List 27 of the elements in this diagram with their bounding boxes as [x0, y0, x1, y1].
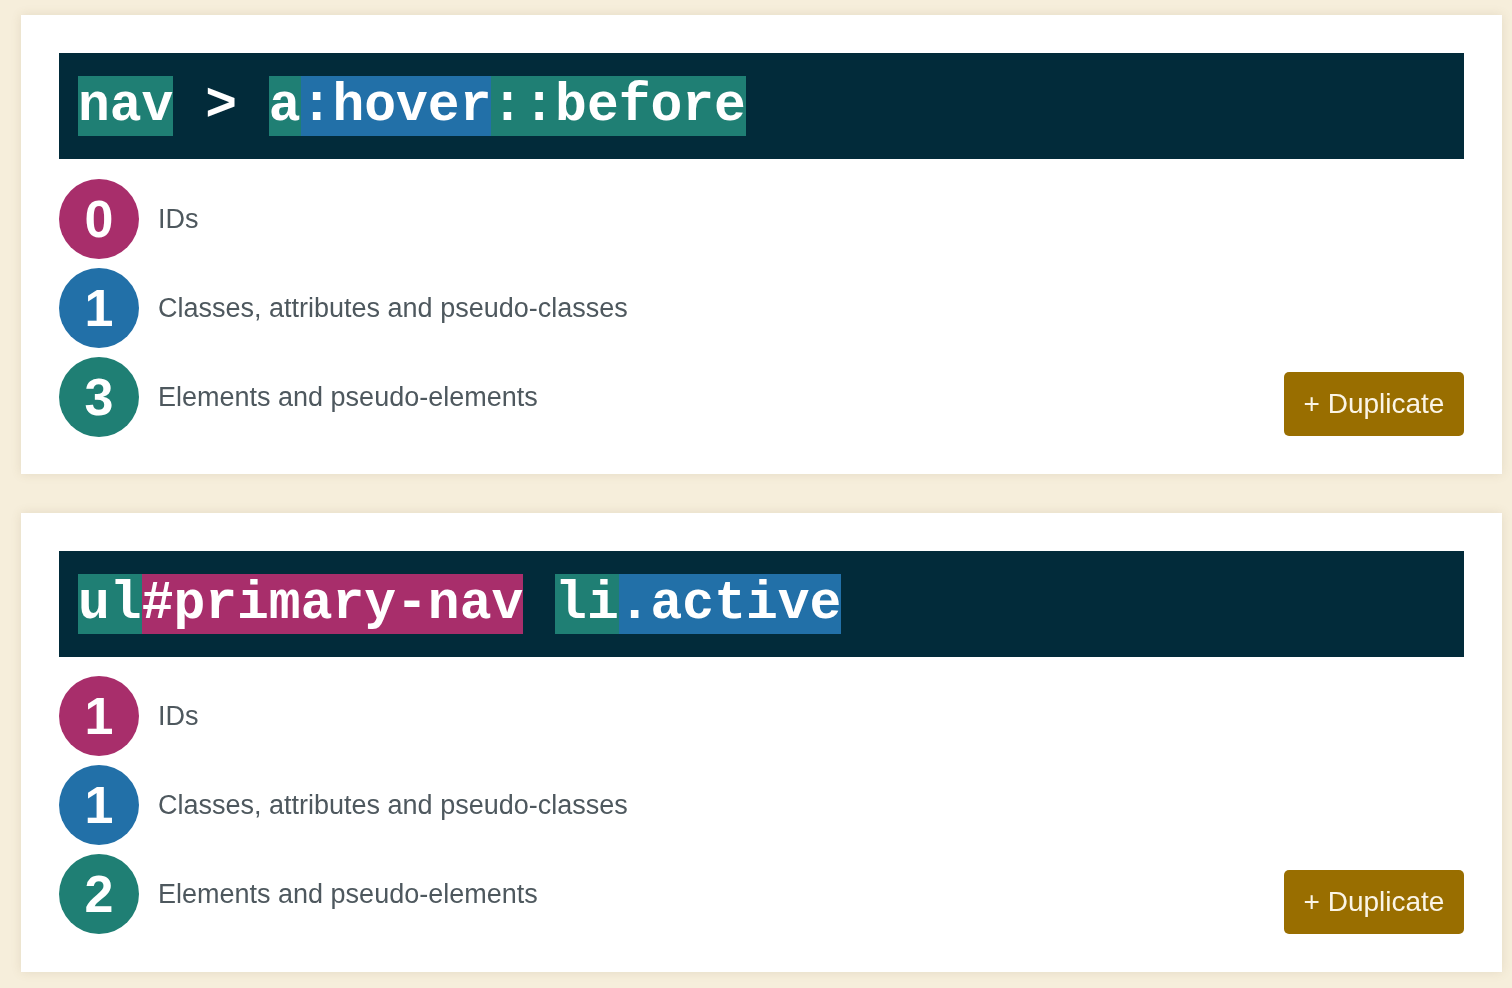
highlighted-selector: ul	[78, 574, 142, 634]
count-circle: 1	[59, 268, 139, 348]
highlighted-selector: :hover	[300, 76, 492, 136]
highlighted-selector: .active	[618, 574, 842, 634]
highlighted-selector: #primary-nav	[141, 574, 524, 634]
count-circle: 3	[59, 357, 139, 437]
category-label: Classes, attributes and pseudo-classes	[158, 789, 628, 821]
combinator-text: >	[205, 76, 238, 136]
duplicate-button: + Duplicate	[1284, 870, 1464, 934]
highlighted-selector: a	[268, 76, 301, 136]
highlighted-selector: nav	[78, 76, 174, 136]
card-panel	[21, 15, 1502, 474]
category-label: Classes, attributes and pseudo-classes	[158, 292, 628, 324]
duplicate-button: + Duplicate	[1284, 372, 1464, 436]
card-panel	[21, 513, 1502, 972]
category-label: Elements and pseudo-elements	[158, 878, 538, 910]
code-bar	[59, 551, 1464, 657]
category-label: IDs	[158, 700, 199, 732]
code-bar	[59, 53, 1464, 159]
category-label: Elements and pseudo-elements	[158, 381, 538, 413]
count-circle: 2	[59, 854, 139, 934]
count-circle: 1	[59, 676, 139, 756]
highlighted-selector: ::before	[491, 76, 746, 136]
category-label: IDs	[158, 203, 199, 235]
count-circle: 0	[59, 179, 139, 259]
highlighted-selector: li	[555, 574, 619, 634]
count-circle: 1	[59, 765, 139, 845]
